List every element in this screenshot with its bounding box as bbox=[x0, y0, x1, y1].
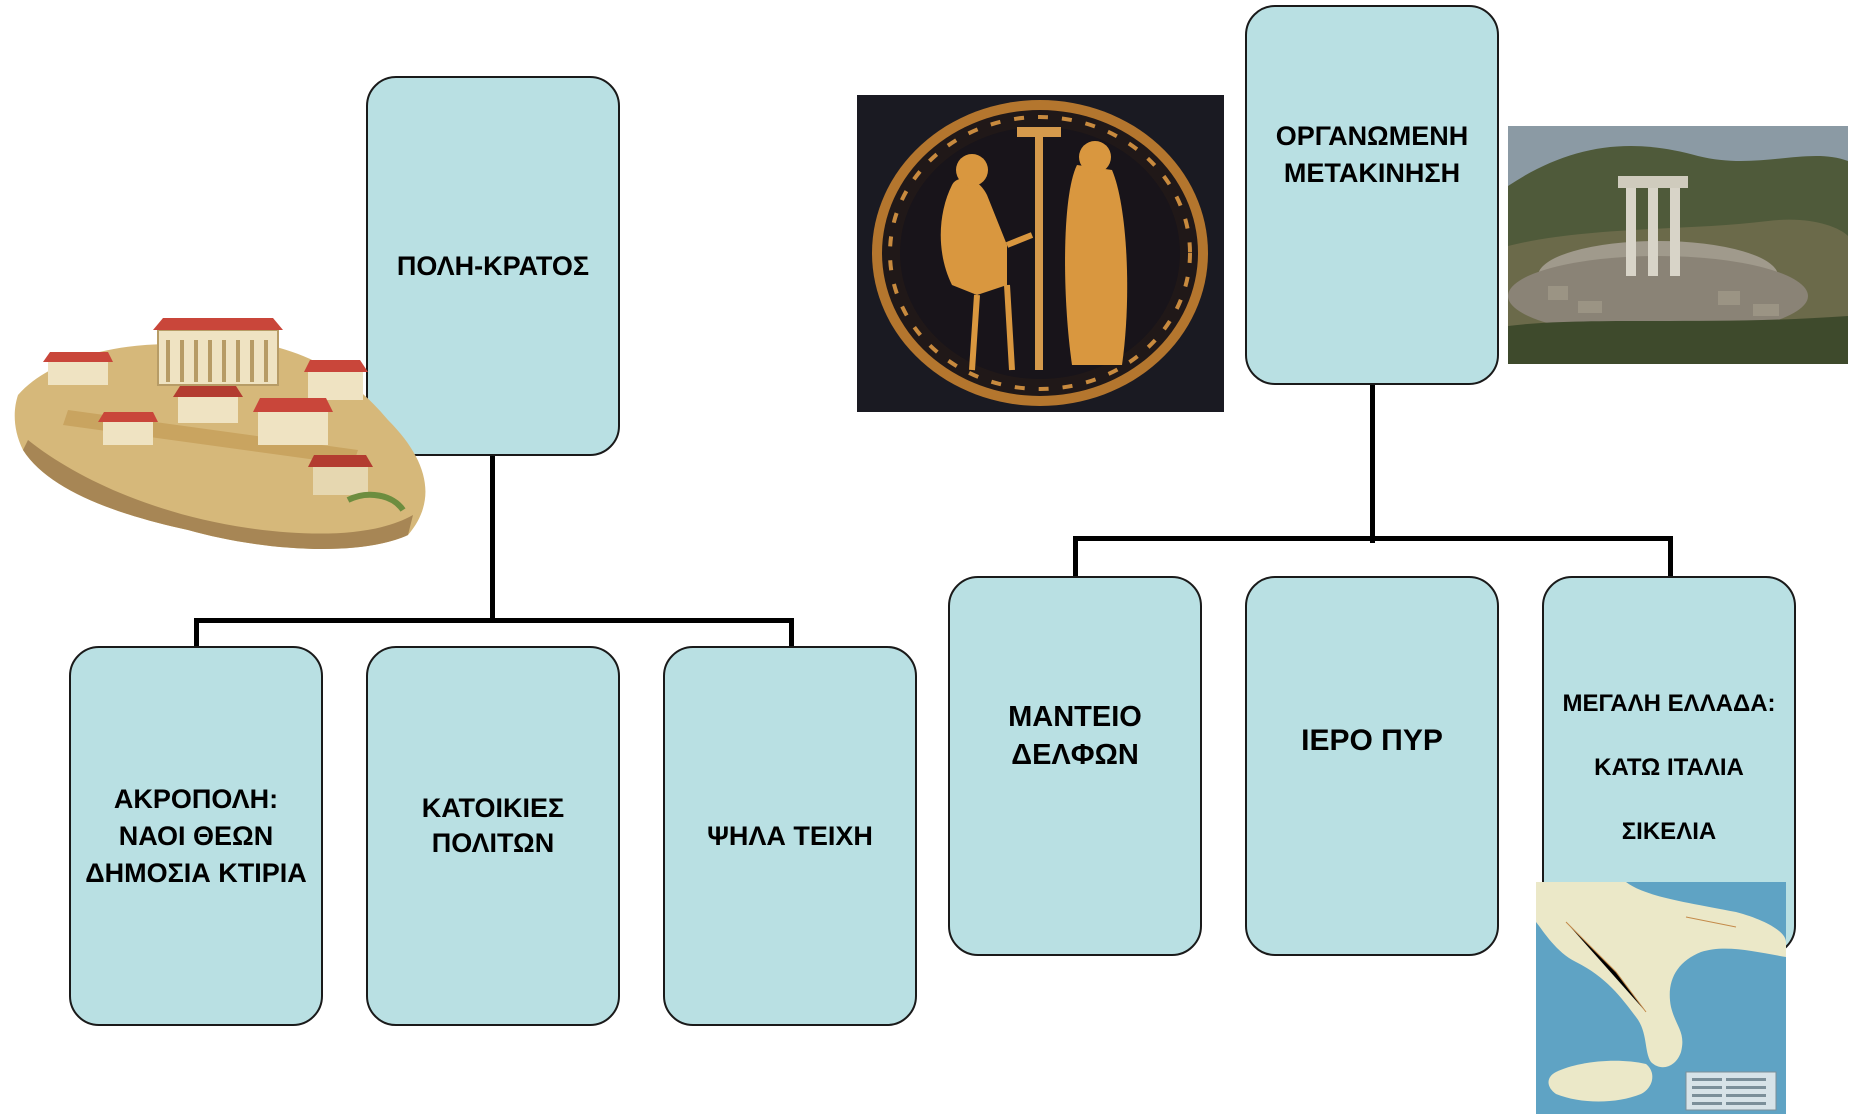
node-magna-graecia-line-1: ΜΕΓΑΛΗ ΕΛΛΑΔΑ: bbox=[1562, 690, 1776, 717]
node-homes-line-2: ΠΟΛΙΤΩΝ bbox=[431, 828, 555, 858]
node-delphi-oracle-line-2: ΔΕΛΦΩΝ bbox=[1011, 739, 1139, 771]
node-acropolis: ΑΚΡΟΠΟΛΗ: ΝΑΟΙ ΘΕΩΝ ΔΗΜΟΣΙΑ ΚΤΙΡΙΑ bbox=[69, 646, 323, 1026]
greek-vase-painting bbox=[857, 95, 1224, 412]
node-sacred-fire: ΙΕΡΟ ΠΥΡ bbox=[1245, 576, 1499, 956]
southern-italy-sicily-map bbox=[1536, 882, 1786, 1114]
right-horizontal-bar bbox=[1073, 536, 1673, 541]
node-magna-graecia-line-2: ΚΑΤΩ ΙΤΑΛΙΑ bbox=[1594, 754, 1744, 781]
node-organized-movement-line-1: ΟΡΓΑΝΩΜΕΝΗ bbox=[1275, 121, 1469, 151]
acropolis-illustration bbox=[8, 300, 440, 562]
left-horizontal-bar bbox=[194, 618, 794, 623]
node-acropolis-line-2: ΝΑΟΙ ΘΕΩΝ bbox=[118, 820, 274, 851]
node-sacred-fire-label: ΙΕΡΟ ΠΥΡ bbox=[1301, 724, 1443, 757]
node-delphi-oracle-line-1: ΜΑΝΤΕΙΟ bbox=[1008, 701, 1142, 733]
node-acropolis-line-3: ΔΗΜΟΣΙΑ ΚΤΙΡΙΑ bbox=[85, 857, 307, 888]
node-homes: ΚΑΤΟΙΚΙΕΣ ΠΟΛΙΤΩΝ bbox=[366, 646, 620, 1026]
node-walls-label: ΨΗΛΑ ΤΕΙΧΗ bbox=[707, 820, 873, 851]
node-organized-movement-line-2: ΜΕΤΑΚΙΝΗΣΗ bbox=[1283, 158, 1461, 188]
left-root-stem bbox=[490, 455, 495, 623]
delphi-tholos-photo bbox=[1508, 126, 1848, 364]
left-child-3-stem bbox=[789, 618, 794, 646]
node-delphi-oracle: ΜΑΝΤΕΙΟ ΔΕΛΦΩΝ bbox=[948, 576, 1202, 956]
node-organized-movement: ΟΡΓΑΝΩΜΕΝΗ ΜΕΤΑΚΙΝΗΣΗ bbox=[1245, 5, 1499, 385]
right-child-1-stem bbox=[1073, 536, 1078, 576]
left-child-1-stem bbox=[194, 618, 199, 646]
node-magna-graecia-line-3: ΣΙΚΕΛΙΑ bbox=[1621, 818, 1717, 845]
right-child-3-stem bbox=[1668, 536, 1673, 576]
node-walls: ΨΗΛΑ ΤΕΙΧΗ bbox=[663, 646, 917, 1026]
right-root-stem bbox=[1370, 385, 1375, 543]
node-acropolis-line-1: ΑΚΡΟΠΟΛΗ: bbox=[113, 783, 279, 814]
node-polis-kratos: ΠΟΛΗ-ΚΡΑΤΟΣ bbox=[366, 76, 620, 456]
node-polis-kratos-label: ΠΟΛΗ-ΚΡΑΤΟΣ bbox=[396, 250, 590, 281]
node-homes-line-1: ΚΑΤΟΙΚΙΕΣ bbox=[421, 793, 565, 823]
